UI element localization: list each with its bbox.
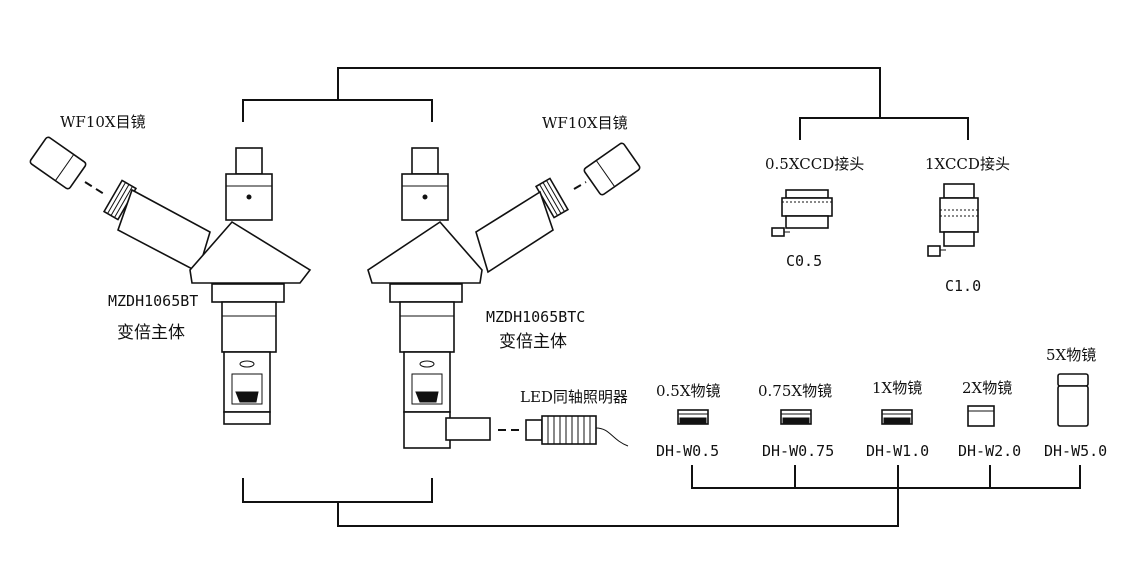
right-eyepiece-label: WF10X目镜 bbox=[542, 114, 628, 132]
ccd-adapter-c10 bbox=[927, 183, 979, 257]
top-connector-lines bbox=[242, 67, 969, 140]
left-eyepiece bbox=[29, 136, 87, 190]
ccd-label-1: 1XCCD接头 bbox=[925, 155, 1010, 173]
ccd-adapter-c05 bbox=[771, 189, 833, 237]
objective-code-2: DH-W1.0 bbox=[866, 442, 929, 460]
objective-label-1: 0.75X物镜 bbox=[758, 382, 832, 400]
objective-icon-3 bbox=[967, 405, 995, 427]
objective-code-4: DH-W5.0 bbox=[1044, 442, 1107, 460]
objective-code-3: DH-W2.0 bbox=[958, 442, 1021, 460]
left-model-label: MZDH1065BT bbox=[108, 292, 198, 310]
left-eyepiece-dash bbox=[84, 181, 105, 195]
objective-label-2: 1X物镜 bbox=[872, 379, 922, 397]
ccd-code-1: C1.0 bbox=[945, 277, 981, 295]
illuminator-label: LED同轴照明器 bbox=[520, 388, 628, 406]
left-eyepiece-label: WF10X目镜 bbox=[60, 113, 146, 131]
objective-icon-4 bbox=[1057, 373, 1089, 427]
objective-label-4: 5X物镜 bbox=[1046, 346, 1096, 364]
bottom-connector-lines bbox=[242, 465, 1081, 527]
right-microscope-body bbox=[367, 147, 570, 449]
objective-label-3: 2X物镜 bbox=[962, 379, 1012, 397]
objective-icon-1 bbox=[780, 409, 812, 425]
objective-icon-2 bbox=[881, 409, 913, 425]
objective-icon-0 bbox=[677, 409, 709, 425]
right-eyepiece-dash bbox=[573, 181, 587, 190]
led-illuminator bbox=[525, 415, 629, 447]
right-model-label: MZDH1065BTC bbox=[486, 308, 585, 326]
objective-code-0: DH-W0.5 bbox=[656, 442, 719, 460]
objective-label-0: 0.5X物镜 bbox=[656, 382, 721, 400]
right-name-label: 变倍主体 bbox=[499, 332, 567, 352]
right-eyepiece bbox=[583, 142, 641, 196]
ccd-label-0: 0.5XCCD接头 bbox=[765, 155, 864, 173]
left-microscope-body bbox=[102, 147, 312, 425]
ccd-code-0: C0.5 bbox=[786, 252, 822, 270]
objective-code-1: DH-W0.75 bbox=[762, 442, 834, 460]
left-name-label: 变倍主体 bbox=[117, 323, 185, 343]
